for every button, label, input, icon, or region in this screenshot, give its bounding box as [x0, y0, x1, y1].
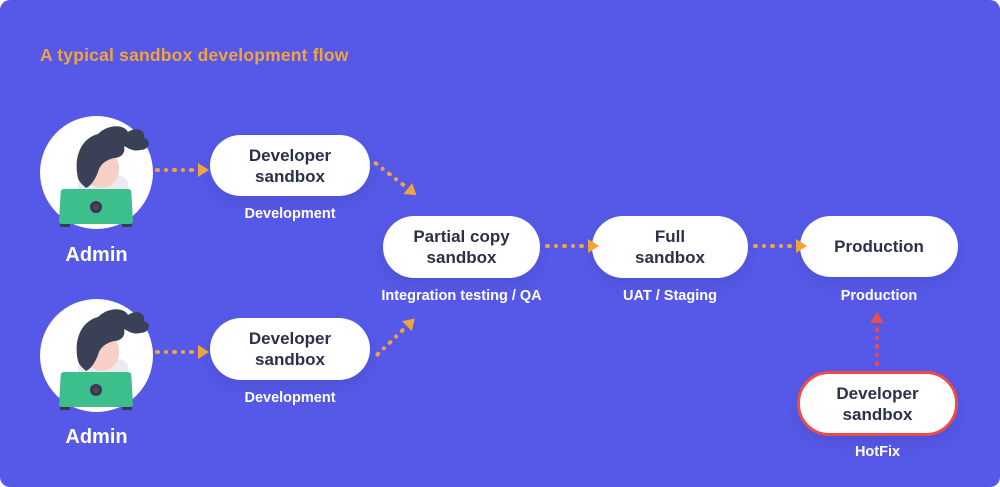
node-caption-uat-staging: UAT / Staging — [623, 288, 717, 304]
node-developer-sandbox-hotfix: Developer sandbox — [797, 371, 958, 436]
hotfix-dotted-arrow-icon — [870, 312, 884, 366]
node-title-line: sandbox — [842, 404, 913, 424]
node-developer-sandbox-2: Developer sandbox — [210, 318, 370, 380]
actor-label-admin-1: Admin — [65, 244, 128, 266]
node-developer-sandbox-1: Developer sandbox — [210, 135, 370, 196]
node-title-line: Developer — [836, 383, 919, 403]
node-full-sandbox: Full sandbox — [592, 216, 748, 278]
dotted-arrow-icon — [545, 239, 599, 253]
node-partial-copy-sandbox: Partial copy sandbox — [383, 216, 540, 278]
actor-label-admin-2: Admin — [65, 426, 128, 448]
diagram-title: A typical sandbox development flow — [40, 45, 349, 65]
node-title-line: Developer — [248, 145, 332, 165]
dotted-arrow-icon — [370, 156, 421, 201]
admin-avatar — [40, 116, 153, 235]
node-caption-development-2: Development — [244, 390, 336, 406]
node-title-line: Developer — [248, 329, 332, 348]
node-title-line: sandbox — [255, 166, 325, 186]
node-title-line: Production — [834, 237, 924, 256]
admin-at-laptop-icon — [40, 299, 153, 417]
dotted-arrow-icon — [753, 239, 807, 253]
node-caption-hotfix: HotFix — [854, 444, 901, 460]
node-title-line: sandbox — [255, 350, 325, 369]
node-title-line: Partial copy — [413, 227, 510, 246]
dotted-arrow-icon — [155, 163, 209, 177]
node-title-line: sandbox — [635, 248, 705, 267]
node-caption-development-1: Development — [244, 206, 336, 222]
admin-avatar — [40, 299, 153, 418]
admin-at-laptop-icon — [40, 116, 153, 234]
node-caption-integration-qa: Integration testing / QA — [381, 288, 542, 304]
node-caption-production: Production — [840, 288, 918, 304]
node-title-line: Full — [654, 227, 686, 246]
node-title-line: sandbox — [426, 248, 497, 267]
node-production: Production — [800, 216, 958, 277]
dotted-arrow-icon — [155, 345, 209, 359]
dotted-arrow-icon — [371, 313, 420, 361]
